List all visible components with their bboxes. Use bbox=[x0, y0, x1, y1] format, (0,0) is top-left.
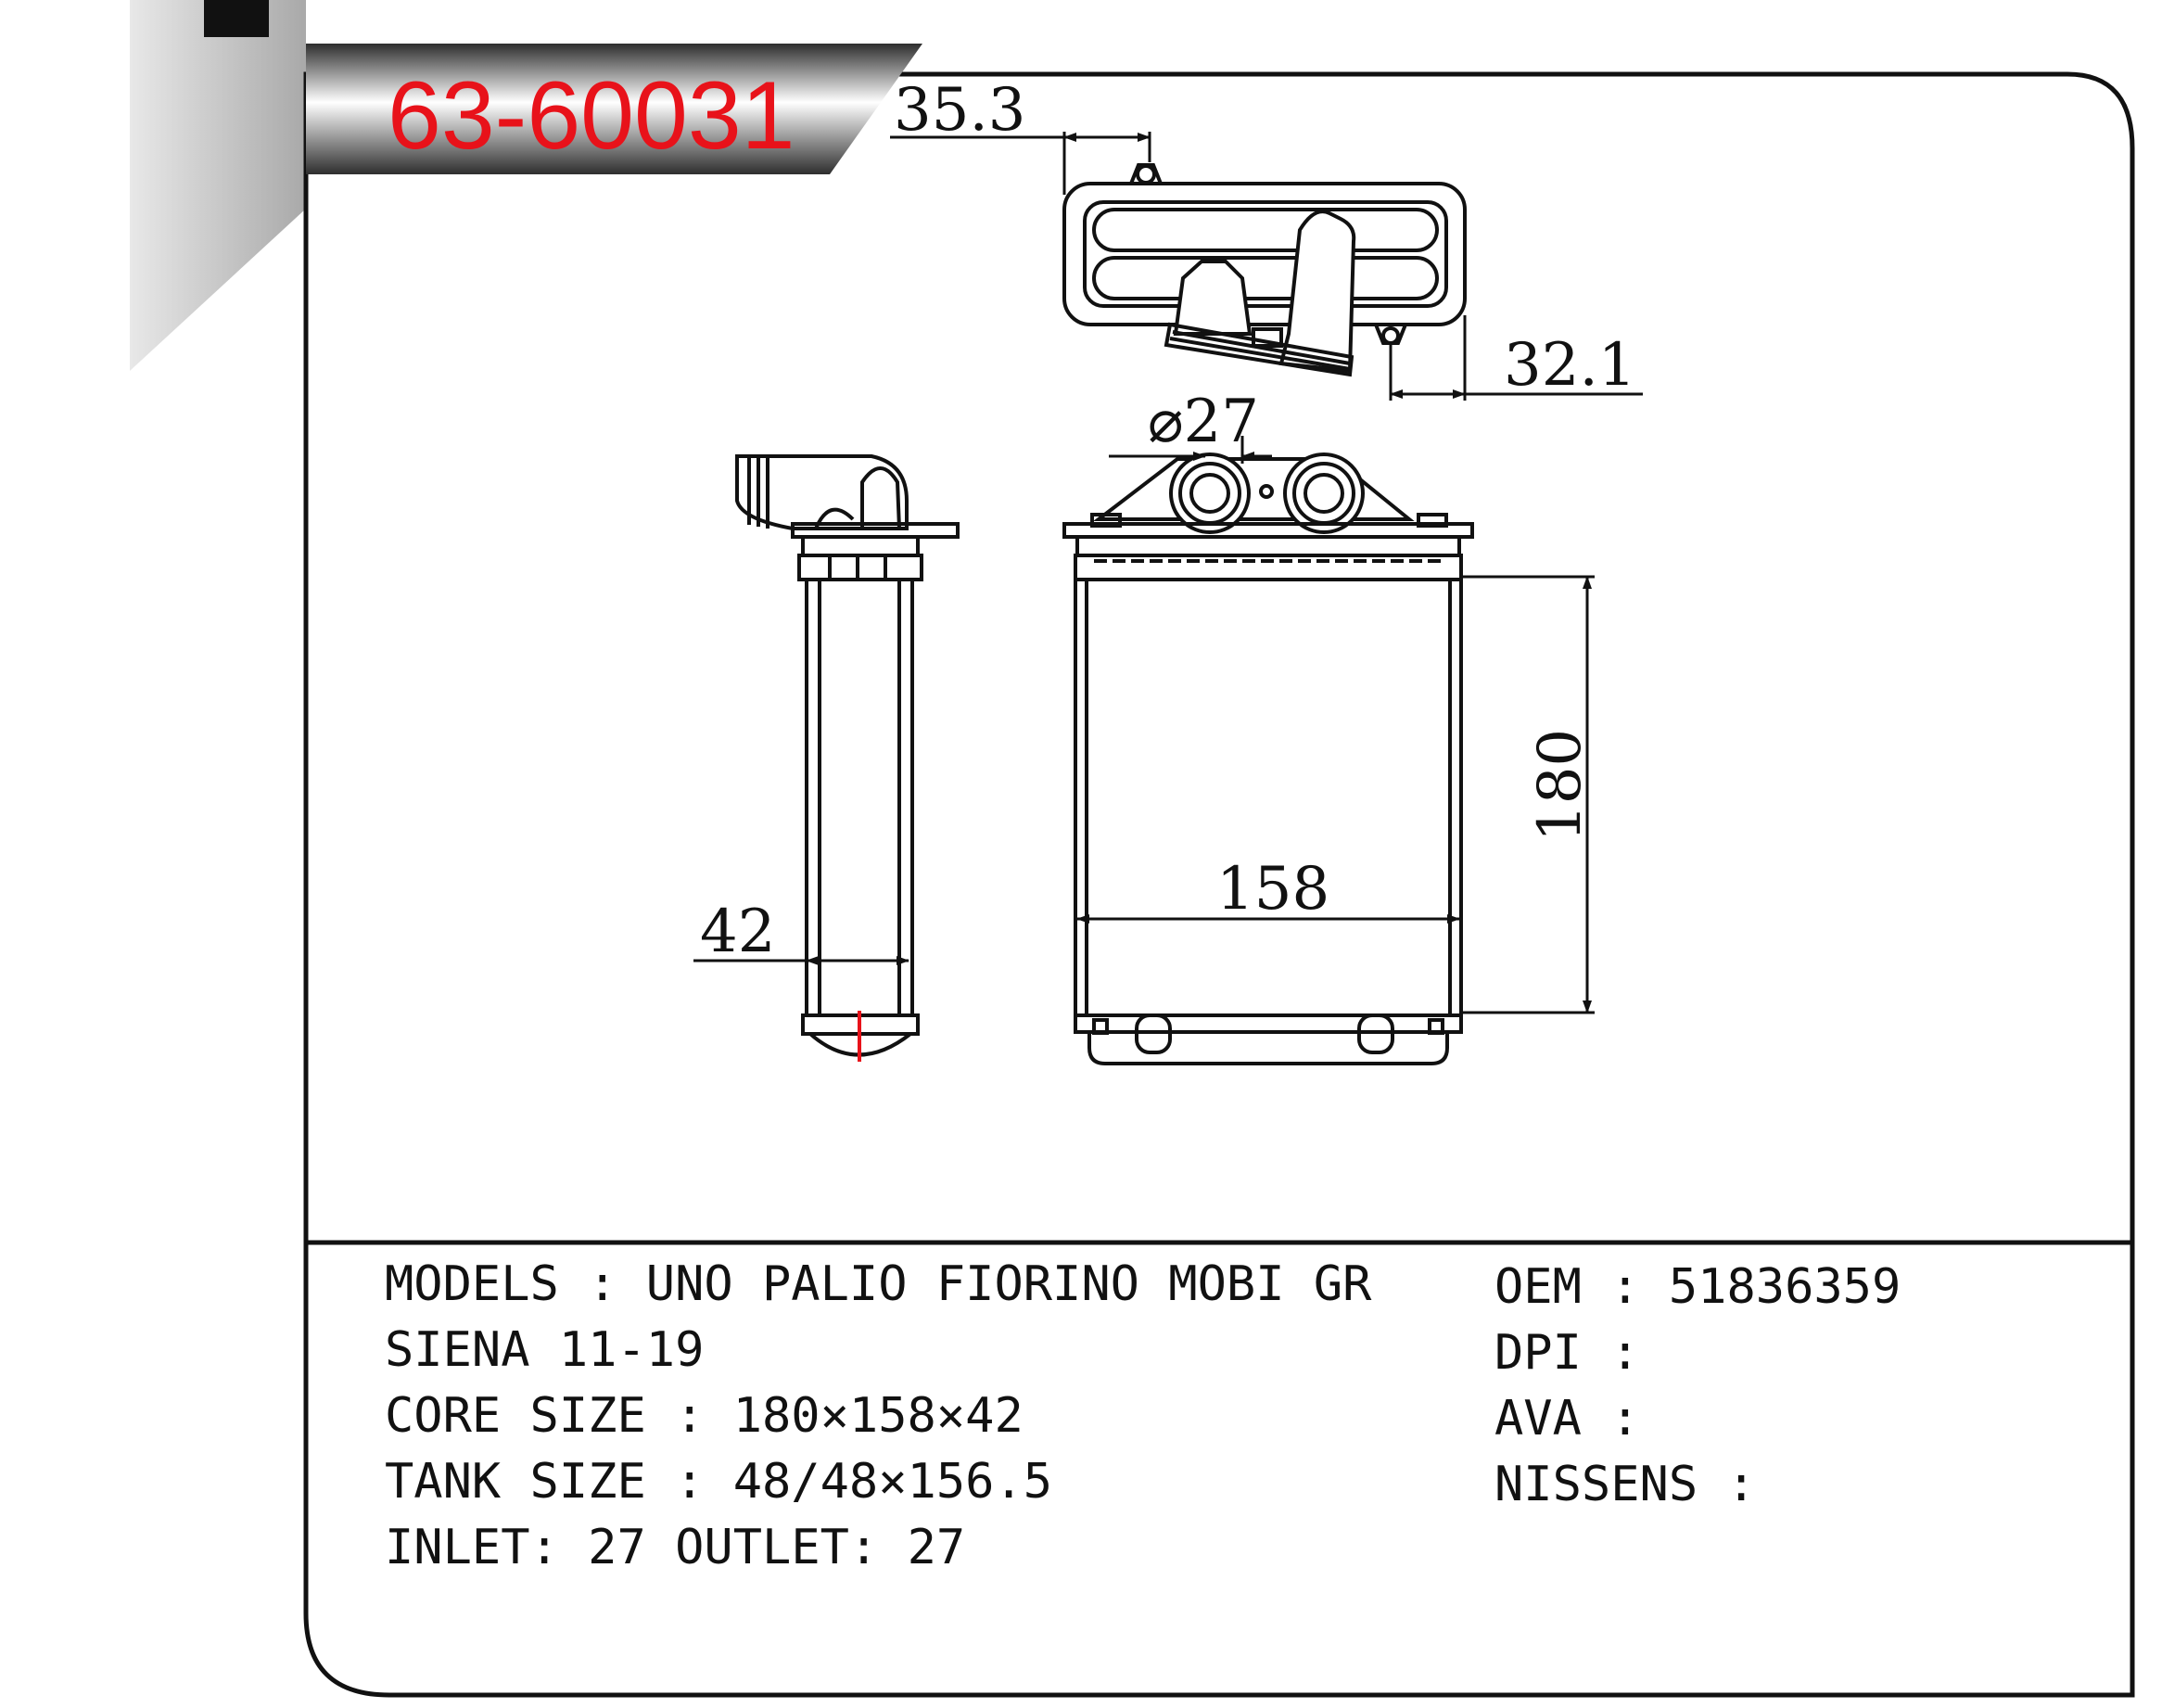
spec-outlet-label: OUTLET bbox=[675, 1520, 849, 1575]
part-number: 63-60031 bbox=[388, 62, 795, 170]
dim-label-offset-right: 32.1 bbox=[1504, 331, 1636, 400]
spec-dpi-row: DPI : bbox=[1494, 1325, 1640, 1381]
part-number-banner: 63-60031 bbox=[306, 44, 922, 174]
spec-tank-size-label: TANK SIZE bbox=[385, 1454, 646, 1510]
dim-core-height: 180 bbox=[1461, 575, 1595, 1014]
corner-decoration bbox=[130, 0, 306, 371]
dim-depth-top: 35.3 bbox=[890, 76, 1151, 195]
spec-dpi-label: DPI bbox=[1494, 1325, 1582, 1381]
spec-inlet-label: INLET bbox=[385, 1520, 530, 1575]
spec-nissens-label: NISSENS bbox=[1494, 1457, 1698, 1512]
spec-table: MODELS : UNO PALIO FIORINO MOBI GR SIENA… bbox=[385, 1256, 1901, 1575]
sheet-frame bbox=[303, 71, 2135, 1698]
spec-core-size-value: 180×158×42 bbox=[733, 1388, 1024, 1444]
spec-models-label: MODELS bbox=[385, 1256, 559, 1312]
spec-inlet-outlet-row: INLET: 27 OUTLET: 27 bbox=[385, 1520, 965, 1575]
spec-outlet-value: 27 bbox=[908, 1520, 966, 1575]
dim-label-pipe-diameter: ⌀27 bbox=[1148, 388, 1259, 456]
front-view bbox=[1062, 452, 1474, 1065]
top-view bbox=[1062, 163, 1467, 377]
dim-pipe-diameter: ⌀27 bbox=[1109, 388, 1272, 464]
spec-core-size-row: CORE SIZE : 180×158×42 bbox=[385, 1388, 1024, 1444]
spec-tank-size-value: 48/48×156.5 bbox=[733, 1454, 1052, 1510]
dim-label-core-height: 180 bbox=[1526, 729, 1595, 842]
spec-nissens-row: NISSENS : bbox=[1494, 1457, 1756, 1512]
dim-label-depth-top: 35.3 bbox=[894, 76, 1026, 145]
spec-inlet-value: 27 bbox=[588, 1520, 646, 1575]
dim-label-core-thickness: 42 bbox=[700, 898, 775, 966]
spec-models-row: MODELS : UNO PALIO FIORINO MOBI GR bbox=[385, 1256, 1372, 1312]
cropped-heading-glyph bbox=[162, 0, 269, 37]
spec-models-value-2: SIENA 11-19 bbox=[385, 1322, 704, 1378]
spec-tank-size-row: TANK SIZE : 48/48×156.5 bbox=[385, 1454, 1052, 1510]
spec-ava-label: AVA bbox=[1494, 1391, 1582, 1447]
spec-oem-value: 51836359 bbox=[1669, 1259, 1901, 1315]
dim-offset-right: 32.1 bbox=[1389, 315, 1643, 401]
spec-oem-row: OEM : 51836359 bbox=[1494, 1259, 1901, 1315]
dim-label-core-width: 158 bbox=[1216, 855, 1329, 924]
spec-models-value-1: UNO PALIO FIORINO MOBI GR bbox=[646, 1256, 1372, 1312]
dim-core-thickness: 42 bbox=[693, 898, 909, 966]
side-view bbox=[735, 454, 960, 1062]
spec-oem-label: OEM bbox=[1494, 1259, 1582, 1315]
spec-core-size-label: CORE SIZE bbox=[385, 1388, 646, 1444]
spec-ava-row: AVA : bbox=[1494, 1391, 1640, 1447]
dim-core-width: 158 bbox=[1076, 855, 1460, 924]
